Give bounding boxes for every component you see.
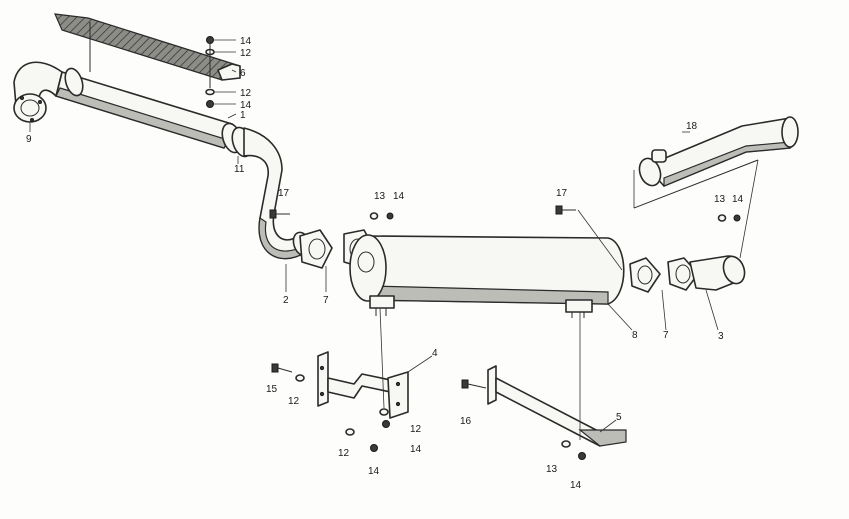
callout-12: 12 — [240, 88, 252, 99]
callout-12: 12 — [338, 448, 350, 459]
callout-14: 14 — [393, 191, 405, 202]
callout-16: 16 — [460, 416, 472, 427]
callout-labels: 14 12 6 12 14 1 9 11 17 2 7 13 14 17 8 7… — [26, 36, 744, 491]
front-bracket — [317, 351, 409, 419]
callout-14: 14 — [240, 100, 252, 111]
callout-13: 13 — [546, 464, 558, 475]
callout-14: 14 — [240, 36, 252, 47]
callout-9: 9 — [26, 134, 32, 145]
front-pipe-assembly — [13, 61, 233, 149]
callout-6: 6 — [240, 68, 246, 79]
callout-12: 12 — [240, 48, 252, 59]
leader-lines — [29, 39, 759, 440]
callout-12: 12 — [410, 424, 422, 435]
tailpipe-tip — [633, 116, 799, 209]
callout-3: 3 — [718, 331, 724, 342]
callout-12: 12 — [288, 396, 300, 407]
callout-14: 14 — [732, 194, 744, 205]
callout-14: 14 — [410, 444, 422, 455]
callout-8: 8 — [632, 330, 638, 341]
gasket-right — [629, 257, 699, 293]
muffler — [349, 234, 625, 318]
tail-pipe — [689, 255, 746, 291]
callout-7: 7 — [323, 295, 329, 306]
callout-4: 4 — [432, 348, 438, 359]
callout-17: 17 — [556, 188, 568, 199]
callout-1: 1 — [240, 110, 246, 121]
callout-7: 7 — [663, 330, 669, 341]
rear-bracket — [487, 365, 627, 447]
fasteners — [205, 36, 741, 460]
callout-11: 11 — [234, 164, 245, 175]
callout-18: 18 — [686, 121, 698, 132]
callout-2: 2 — [283, 295, 289, 306]
callout-15: 15 — [266, 384, 278, 395]
callout-14: 14 — [570, 480, 582, 491]
callout-17: 17 — [278, 188, 290, 199]
heat-shield — [54, 13, 241, 81]
callout-13: 13 — [374, 191, 386, 202]
callout-13: 13 — [714, 194, 726, 205]
callout-5: 5 — [616, 412, 622, 423]
callout-14: 14 — [368, 466, 380, 477]
